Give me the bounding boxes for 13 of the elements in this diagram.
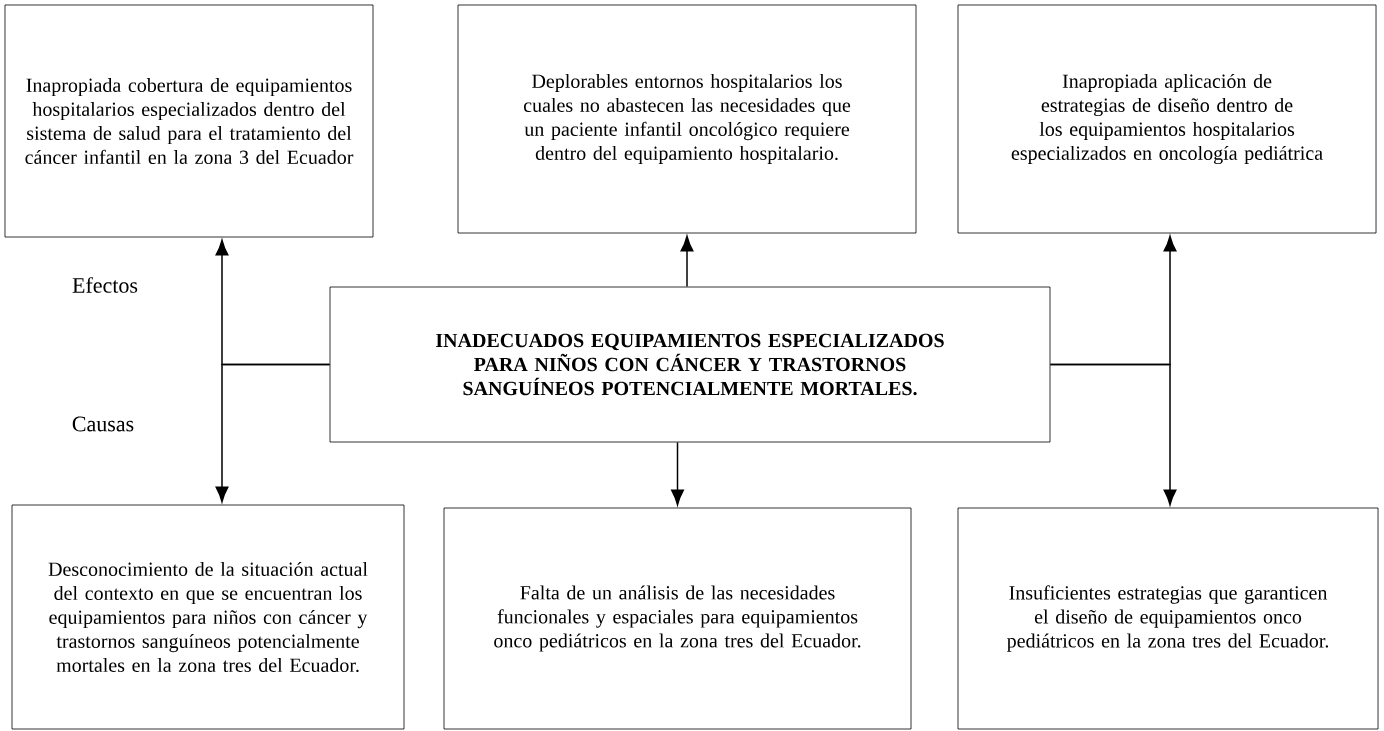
arrow <box>680 235 694 288</box>
effect-box: Deplorables entornos hospitalarios los cuales no abastecen las necesidades que un paciente infantil oncológico requiere dentro del equipamiento hospitalario. <box>457 4 917 234</box>
cause-box: Insuficientes estrategias que garanticen el diseño de equipamientos onco pediátricos en la zona tres del Ecuador. <box>957 507 1379 730</box>
arrow <box>215 363 331 503</box>
effect-box: Inapropiada cobertura de equipamientos hospitalarios especializados dentro del sistema de salud para el tratamiento del cáncer infantil en la zona 3 del Ecuador <box>4 4 374 238</box>
arrow <box>1049 363 1177 506</box>
effect-box: Inapropiada aplicación de estrategias de diseño dentro de los equipamientos hospitalarios especializados en oncología pediátrica <box>957 4 1377 234</box>
side-label: Efectos <box>72 277 138 293</box>
side-label: Causas <box>72 416 134 432</box>
cause-box: Falta de un análisis de las necesidades funcionales y espaciales para equipamientos onco pediátricos en la zona tres del Ecuador. <box>443 507 912 730</box>
arrow <box>671 441 684 506</box>
cause-box: Desconocimiento de la situación actual del contexto en que se encuentran los equipamientos para niños con cáncer y trastornos sanguíneos potencialmente mortales en la zona tres del Ecuador. <box>11 504 405 730</box>
problem-box: INADECUADOS EQUIPAMIENTOS ESPECIALIZADOS PARA NIÑOS CON CÁNCER Y TRASTORNOS SANGUÍNEOS POTENCIALMENTE MORTALES. <box>329 286 1051 443</box>
